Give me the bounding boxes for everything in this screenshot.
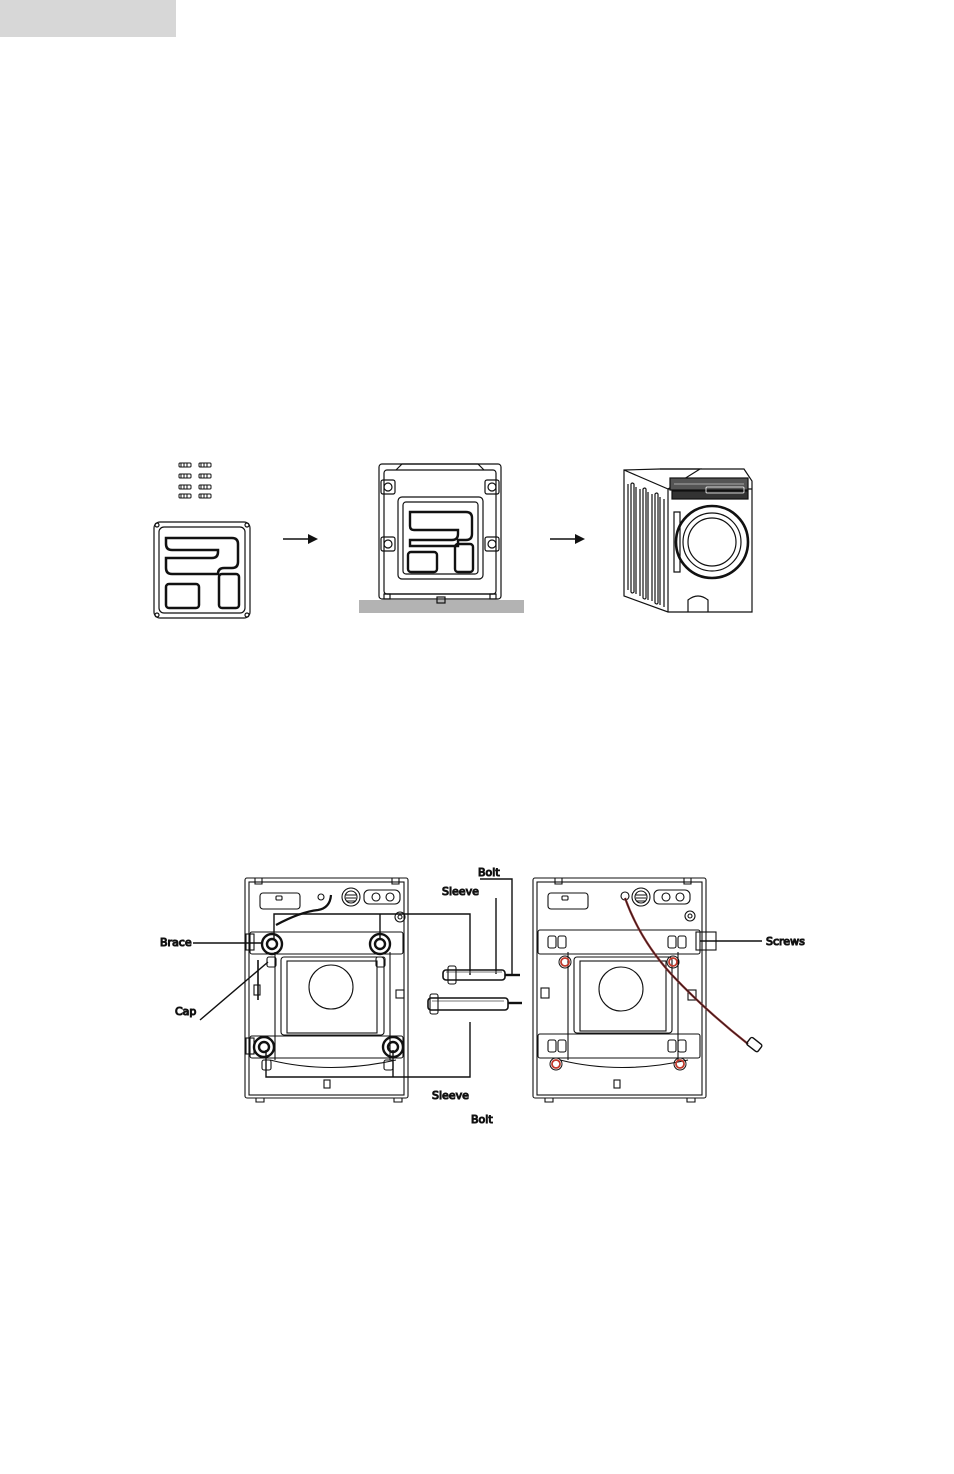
base-panel: [154, 522, 250, 618]
screws-label: Screws: [766, 935, 805, 948]
brace-label: Brace: [160, 936, 192, 949]
figure2: Bolt Sleeve Brace Cap Sleeve Bolt Screws: [160, 866, 805, 1126]
bolt-sleeve-assembly: [443, 966, 520, 984]
bolt-sleeve-assembly: [428, 994, 522, 1014]
assembled-machine: [624, 469, 752, 612]
bolt-top-label: Bolt: [478, 866, 500, 879]
bolt-bottom-label: Bolt: [471, 1113, 493, 1126]
arrow-right-icon: [283, 534, 318, 544]
machine-rear-with-brace: [245, 878, 408, 1102]
figure1: [154, 463, 752, 618]
sleeve-bottom-label: Sleeve: [432, 1089, 469, 1102]
machine-on-base: [359, 464, 524, 613]
machine-rear-with-screws: [533, 878, 763, 1102]
screws-icon: [179, 463, 211, 498]
cap-label: Cap: [175, 1005, 196, 1018]
arrow-right-icon: [550, 534, 585, 544]
sleeve-top-label: Sleeve: [442, 885, 479, 898]
